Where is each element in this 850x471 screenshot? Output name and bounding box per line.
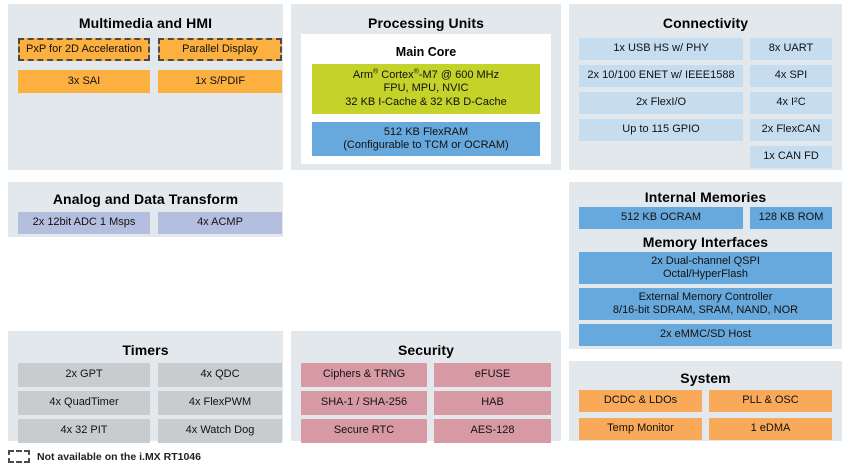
emc-line-1: External Memory Controller — [638, 290, 773, 303]
block-dual-channel-qspi[interactable]: 2x Dual-channel QSPI Octal/HyperFlash — [579, 252, 832, 284]
panel-title-processing-units: Processing Units — [368, 15, 484, 31]
core-line-3: 32 KB I-Cache & 32 KB D-Cache — [345, 95, 507, 108]
panel-title-multimedia: Multimedia and HMI — [78, 15, 213, 31]
block-ciphers-trng[interactable]: Ciphers & TRNG — [301, 363, 427, 387]
panel-security: Security Ciphers & TRNG SHA-1 / SHA-256 … — [291, 331, 561, 443]
block-emmc-sd-host[interactable]: 2x eMMC/SD Host — [579, 324, 832, 346]
flexram-line-2: (Configurable to TCM or OCRAM) — [343, 139, 509, 151]
emc-line-2: 8/16-bit SDRAM, SRAM, NAND, NOR — [612, 304, 799, 316]
panel-internal-memories: Internal Memories 512 KB OCRAM 128 KB RO… — [569, 182, 842, 349]
block-acmp[interactable]: 4x ACMP — [158, 212, 282, 234]
block-512kb-flexram[interactable]: 512 KB FlexRAM (Configurable to TCM or O… — [312, 122, 540, 156]
block-dcdc-ldos[interactable]: DCDC & LDOs — [579, 390, 702, 412]
block-arm-cortex-m7[interactable]: Arm® Cortex®-M7 @ 600 MHz FPU, MPU, NVIC… — [312, 64, 540, 114]
block-12bit-adc[interactable]: 2x 12bit ADC 1 Msps — [18, 212, 150, 234]
block-gpio[interactable]: Up to 115 GPIO — [579, 119, 743, 141]
panel-title-connectivity: Connectivity — [662, 15, 749, 31]
panel-multimedia-and-hmi: Multimedia and HMI PxP for 2D Accelerati… — [8, 4, 283, 170]
block-secure-rtc[interactable]: Secure RTC — [301, 419, 427, 443]
block-128kb-rom[interactable]: 128 KB ROM — [750, 207, 832, 229]
qspi-line-2: Octal/HyperFlash — [663, 268, 748, 280]
block-enet-ieee1588[interactable]: 2x 10/100 ENET w/ IEEE1588 — [579, 65, 743, 87]
block-pxp-2d-acceleration[interactable]: PxP for 2D Acceleration — [18, 38, 150, 61]
block-4x-flexpwm[interactable]: 4x FlexPWM — [158, 391, 282, 415]
block-i2c[interactable]: 4x I²C — [750, 92, 832, 114]
subtitle-main-core: Main Core — [395, 45, 457, 59]
legend-not-available: Not available on the i.MX RT1046 — [8, 450, 201, 463]
block-512kb-ocram[interactable]: 512 KB OCRAM — [579, 207, 743, 229]
block-hab[interactable]: HAB — [434, 391, 551, 415]
block-flexio[interactable]: 2x FlexI/O — [579, 92, 743, 114]
block-sha[interactable]: SHA-1 / SHA-256 — [301, 391, 427, 415]
panel-title-timers: Timers — [122, 342, 169, 358]
panel-title-analog: Analog and Data Transform — [52, 191, 239, 207]
block-2x-gpt[interactable]: 2x GPT — [18, 363, 150, 387]
block-4x-quadtimer[interactable]: 4x QuadTimer — [18, 391, 150, 415]
panel-processing-units: Processing Units Main Core Arm® Cortex®-… — [291, 4, 561, 170]
core-line-2: FPU, MPU, NVIC — [383, 82, 469, 95]
panel-connectivity: Connectivity 1x USB HS w/ PHY 2x 10/100 … — [569, 4, 842, 170]
block-1x-spdif[interactable]: 1x S/PDIF — [158, 70, 282, 93]
block-spi[interactable]: 4x SPI — [750, 65, 832, 87]
block-3x-sai[interactable]: 3x SAI — [18, 70, 150, 93]
block-usb-hs-phy[interactable]: 1x USB HS w/ PHY — [579, 38, 743, 60]
panel-system: System DCDC & LDOs Temp Monitor PLL & OS… — [569, 361, 842, 441]
block-flexcan[interactable]: 2x FlexCAN — [750, 119, 832, 141]
core-line-1: Arm® Cortex®-M7 @ 600 MHz — [352, 68, 500, 82]
block-external-memory-controller[interactable]: External Memory Controller 8/16-bit SDRA… — [579, 288, 832, 320]
main-core-card: Main Core Arm® Cortex®-M7 @ 600 MHz FPU,… — [301, 34, 551, 164]
dashed-box-icon — [8, 450, 30, 463]
legend-label: Not available on the i.MX RT1046 — [37, 450, 201, 463]
panel-analog-and-data-transform: Analog and Data Transform 2x 12bit ADC 1… — [8, 182, 283, 237]
panel-title-system: System — [680, 370, 731, 386]
block-parallel-display[interactable]: Parallel Display — [158, 38, 282, 61]
block-efuse[interactable]: eFUSE — [434, 363, 551, 387]
panel-title-internal-memories: Internal Memories — [644, 189, 767, 205]
panel-title-memory-interfaces: Memory Interfaces — [642, 234, 769, 250]
block-uart[interactable]: 8x UART — [750, 38, 832, 60]
panel-timers: Timers 2x GPT 4x QuadTimer 4x 32 PIT 4x … — [8, 331, 283, 443]
flexram-line-1: 512 KB FlexRAM — [383, 125, 469, 138]
block-can-fd[interactable]: 1x CAN FD — [750, 146, 832, 168]
panel-title-security: Security — [397, 342, 455, 358]
block-pll-osc[interactable]: PLL & OSC — [709, 390, 832, 412]
block-temp-monitor[interactable]: Temp Monitor — [579, 418, 702, 440]
qspi-line-1: 2x Dual-channel QSPI — [651, 254, 760, 267]
block-1-edma[interactable]: 1 eDMA — [709, 418, 832, 440]
block-4x-watch-dog[interactable]: 4x Watch Dog — [158, 419, 282, 443]
block-aes-128[interactable]: AES-128 — [434, 419, 551, 443]
block-4x-qdc[interactable]: 4x QDC — [158, 363, 282, 387]
block-4x-32-pit[interactable]: 4x 32 PIT — [18, 419, 150, 443]
